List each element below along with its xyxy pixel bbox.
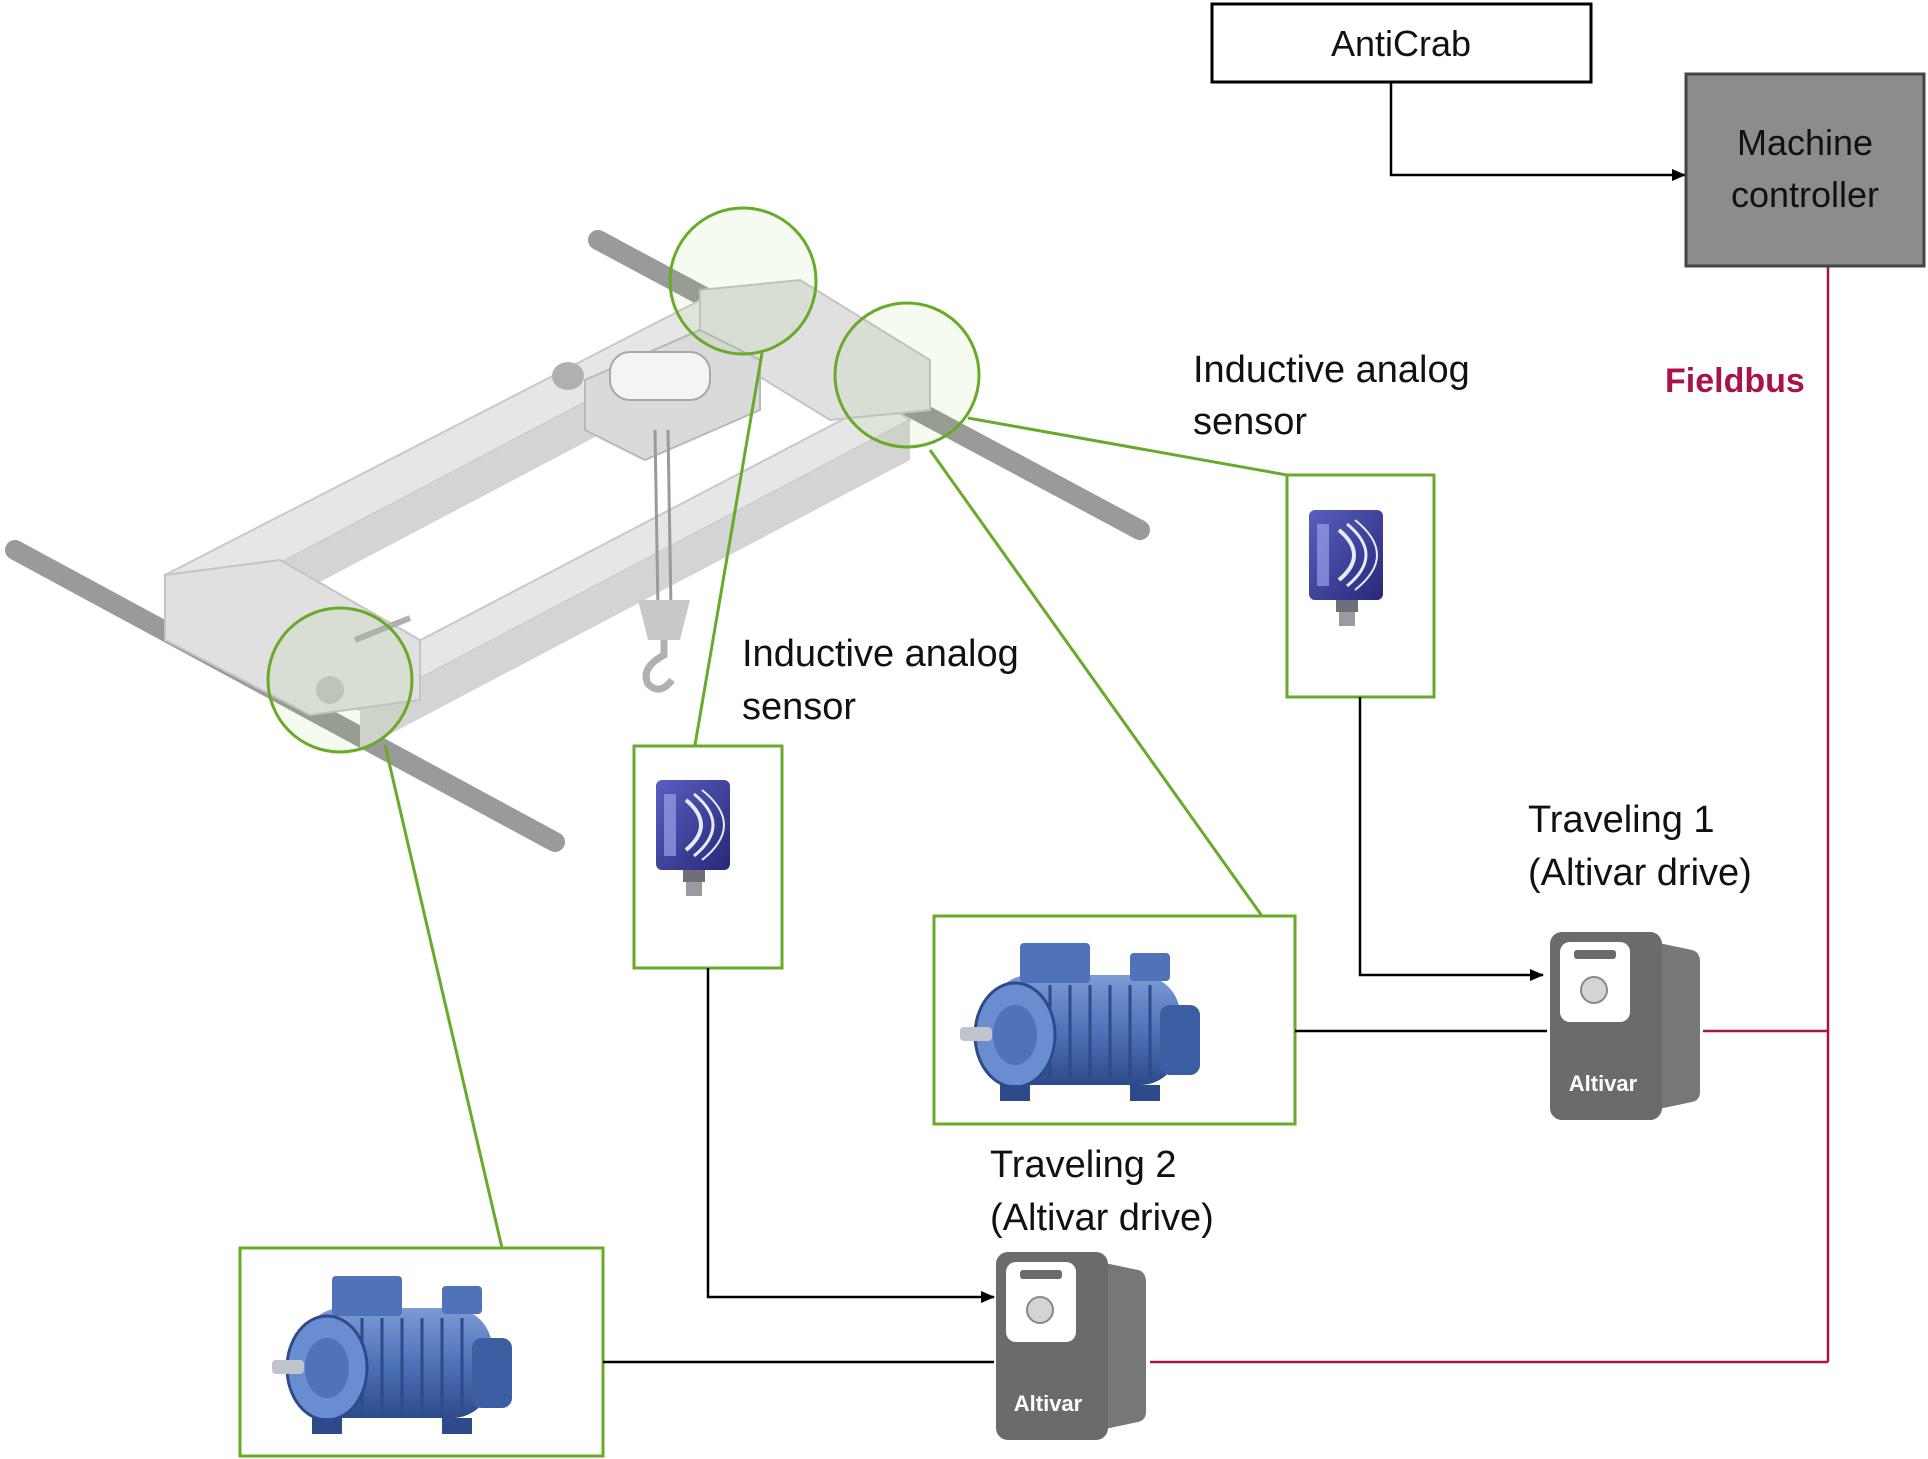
- altivar-drive-2-brand: Altivar: [1014, 1391, 1083, 1416]
- traveling2-label-line1: Traveling 2: [990, 1144, 1177, 1186]
- fieldbus-lines: [1150, 266, 1830, 1364]
- highlight-circle-top-left: [668, 206, 818, 356]
- sensor-right: [1285, 473, 1436, 699]
- anticrab-block: AntiCrab: [1210, 2, 1593, 84]
- sensor-middle: [632, 744, 784, 970]
- fieldbus-label: Fieldbus: [1665, 362, 1805, 400]
- anticrab-label: AntiCrab: [1331, 23, 1471, 64]
- traveling1-label-line1: Traveling 1: [1528, 799, 1715, 841]
- altivar-drive-2: Altivar: [995, 1251, 1147, 1441]
- controller-label-line2: controller: [1731, 174, 1879, 215]
- overhead-crane-illustration: [5, 230, 1150, 852]
- altivar-drive-1-brand: Altivar: [1569, 1071, 1638, 1096]
- anticrab-to-controller-arrow: [1389, 82, 1686, 181]
- controller-label-line1: Machine: [1737, 122, 1873, 163]
- sensor-middle-label-line2: sensor: [742, 686, 856, 728]
- callout-lines: [383, 352, 1288, 1249]
- signal-lines: [603, 82, 1686, 1364]
- motor-traveling1: [932, 914, 1297, 1126]
- machine-controller-block: Machine controller: [1684, 72, 1926, 268]
- altivar-drive-1: Altivar: [1549, 931, 1701, 1121]
- highlight-circle-bottom: [266, 606, 414, 754]
- sensor-right-label-line2: sensor: [1193, 401, 1307, 443]
- traveling2-label-line2: (Altivar drive): [990, 1197, 1214, 1239]
- traveling1-label-line2: (Altivar drive): [1528, 852, 1752, 894]
- sensor-middle-label-line1: Inductive analog: [742, 633, 1019, 675]
- sensor-right-to-drive1-arrow: [1358, 697, 1544, 981]
- sensor-right-label-line1: Inductive analog: [1193, 349, 1470, 391]
- sensor-middle-to-drive2-arrow: [706, 968, 995, 1303]
- highlight-circle-top-right: [833, 301, 981, 449]
- motor-traveling2: [238, 1246, 605, 1458]
- highlight-circles: [266, 206, 981, 754]
